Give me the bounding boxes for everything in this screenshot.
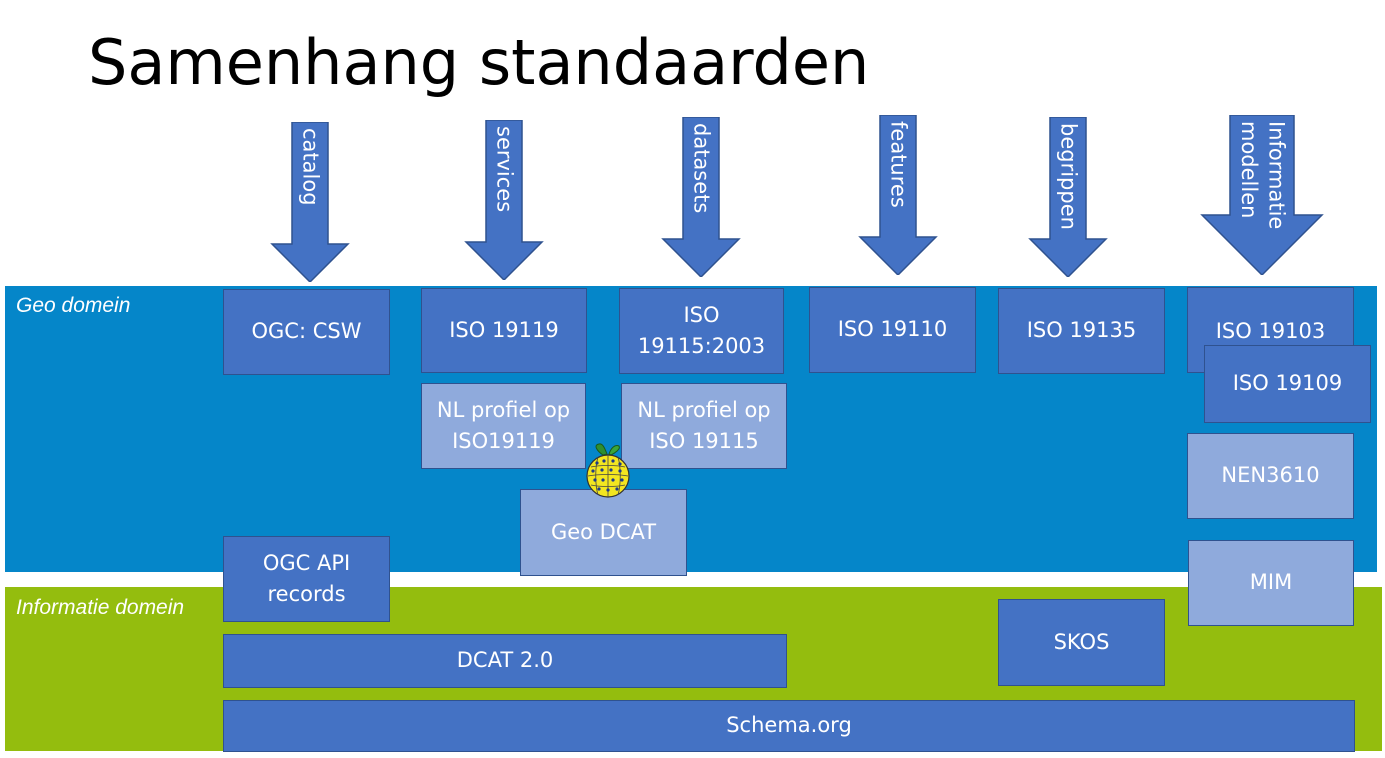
box-nl-profiel-iso19119-line2: ISO19119 xyxy=(452,429,555,453)
info-domain-label: Informatie domein xyxy=(16,596,185,619)
arrow-label-services: services xyxy=(492,126,517,213)
arrow-datasets: datasets xyxy=(661,117,741,277)
arrow-features: features xyxy=(858,115,938,275)
geo-domain-label: Geo domein xyxy=(16,294,131,317)
box-nl-profiel-iso19115-line1: NL profiel op xyxy=(637,397,771,422)
box-nl-profiel-iso19115-line2: ISO 19115 xyxy=(649,429,759,453)
box-mim: MIM xyxy=(1188,540,1354,626)
box-ogc-api-records: OGC API records xyxy=(223,536,390,622)
box-nl-profiel-iso19119: NL profiel op ISO19119 xyxy=(421,383,586,469)
box-iso-19115: ISO 19115:2003 xyxy=(619,288,784,374)
box-nl-profiel-iso19119-line1: NL profiel op xyxy=(436,397,571,422)
box-iso-19115-line2: 19115:2003 xyxy=(637,334,766,358)
box-iso-19103-label: ISO 19103 xyxy=(1215,319,1326,343)
arrow-label-datasets: datasets xyxy=(689,123,714,214)
box-skos: SKOS xyxy=(998,599,1165,686)
arrow-label-catalog: catalog xyxy=(298,128,323,206)
arrow-label-begrippen: begrippen xyxy=(1056,123,1081,230)
box-iso-19110: ISO 19110 xyxy=(809,287,976,373)
slide-title: Samenhang standaarden xyxy=(88,26,870,99)
box-dcat-2: DCAT 2.0 xyxy=(223,634,787,688)
box-iso-19135: ISO 19135 xyxy=(998,288,1165,374)
box-geo-dcat: Geo DCAT xyxy=(520,489,687,576)
arrow-label-line1: Informatie xyxy=(1264,121,1289,230)
box-iso-19109: ISO 19109 xyxy=(1204,345,1371,423)
box-iso-19119: ISO 19119 xyxy=(421,288,587,373)
arrow-label-features: features xyxy=(886,121,911,208)
arrow-services: services xyxy=(464,120,544,280)
box-ogc-csw: OGC: CSW xyxy=(223,289,390,375)
arrow-begrippen: begrippen xyxy=(1028,117,1108,277)
arrow-label-line2: modellen xyxy=(1237,121,1261,219)
box-ogc-api-line2: records xyxy=(267,582,346,606)
box-ogc-api-line1: OGC API xyxy=(262,550,351,575)
yellow-pineapple-globe-icon xyxy=(586,443,630,498)
arrow-catalog: catalog xyxy=(270,122,350,282)
box-nl-profiel-iso19115: NL profiel op ISO 19115 xyxy=(621,383,787,469)
box-nen3610: NEN3610 xyxy=(1187,433,1354,519)
box-schema-org: Schema.org xyxy=(223,700,1355,752)
box-iso-19115-line1: ISO xyxy=(683,302,720,327)
